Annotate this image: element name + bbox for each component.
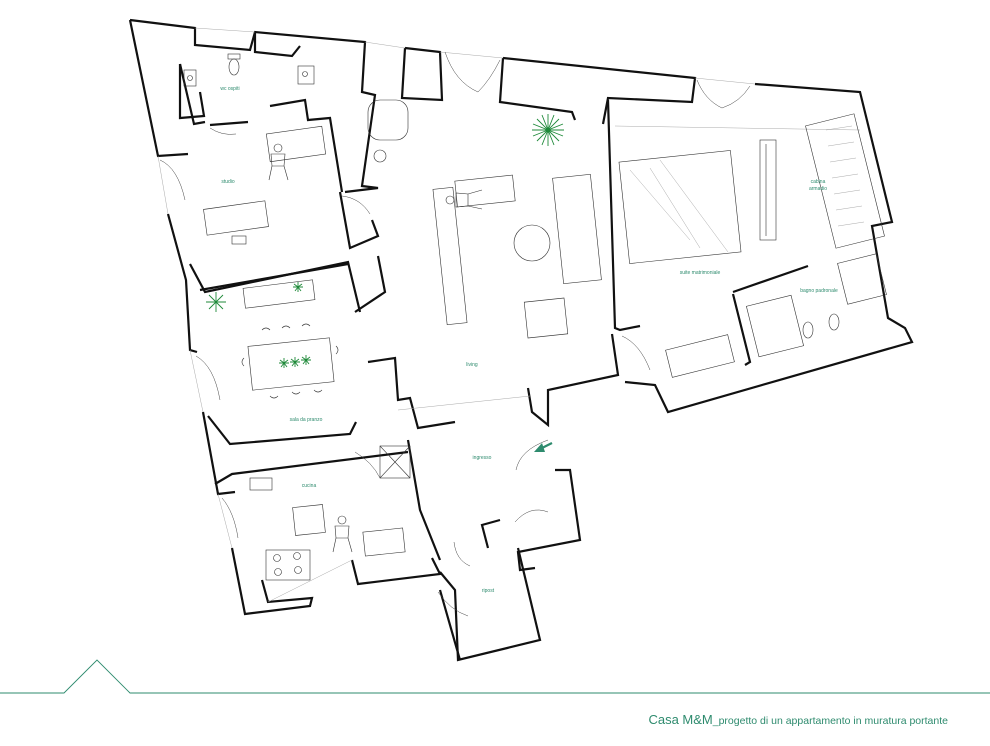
plant-living: [532, 114, 564, 146]
label-cucina: cucina: [302, 483, 317, 489]
thin-details: [157, 27, 861, 617]
plant-table-2: [290, 357, 300, 367]
label-cabina-1: cabina: [811, 179, 826, 185]
entrance-arrow-icon: [534, 442, 553, 452]
walls: [128, 18, 914, 662]
label-ingresso: ingresso: [473, 455, 492, 461]
caption-subtitle: _progetto di un appartamento in muratura…: [712, 715, 948, 727]
label-sala-da-pranzo: sala da pranzo: [290, 417, 323, 423]
furniture: [183, 53, 887, 581]
plant-shelf: [293, 282, 303, 292]
label-bagno: bagno padronale: [800, 288, 838, 294]
label-suite: suite matrimoniale: [680, 270, 721, 276]
plant-table-3: [301, 355, 311, 365]
label-wc-ospiti: wc ospiti: [220, 86, 239, 92]
label-living: living: [466, 362, 478, 368]
caption: Casa M&M_progetto di un appartamento in …: [648, 711, 948, 729]
plant-dining: [206, 292, 226, 312]
footer-roof-line: [0, 659, 990, 694]
label-ripostiglio: ripost: [482, 588, 495, 594]
label-studio: studio: [221, 179, 235, 185]
label-cabina-2: armadio: [809, 186, 827, 192]
plant-table-1: [279, 358, 289, 368]
room-labels: wc ospiti studio sala da pranzo cucina l…: [220, 86, 838, 594]
plants: [206, 114, 564, 368]
caption-title: Casa M&M: [648, 712, 713, 727]
